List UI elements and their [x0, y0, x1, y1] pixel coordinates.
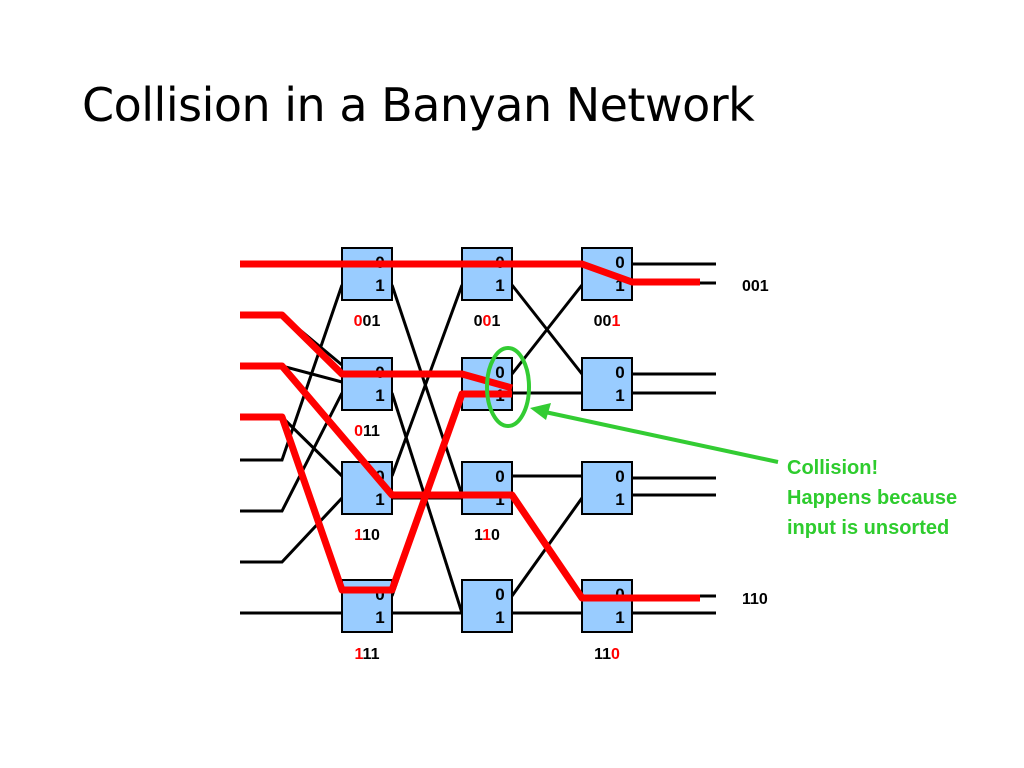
- address-bit-highlight: 0: [354, 313, 363, 330]
- switch-port-1-label: 1: [615, 490, 624, 509]
- address-bits: 0: [474, 313, 483, 330]
- route-1: [240, 260, 700, 286]
- address-bit-highlight: 0: [483, 313, 492, 330]
- address-bit-highlight: 1: [355, 646, 364, 663]
- address-bit-highlight: 1: [354, 527, 363, 544]
- collision-callout: [485, 346, 779, 464]
- callout-text-line-2: Happens because: [787, 487, 957, 509]
- address-bits: 10: [362, 527, 380, 544]
- address-bits: 11: [363, 646, 380, 663]
- address-bits: 01: [363, 313, 381, 330]
- address-bit-highlight: 0: [611, 646, 620, 663]
- output-label-top: 001: [742, 278, 769, 295]
- switch-port-1-label: 1: [495, 276, 504, 295]
- route-2: [240, 311, 513, 392]
- switch-port-1-label: 1: [495, 608, 504, 627]
- address-bits: 0: [491, 527, 500, 544]
- switch-port-1-label: 1: [615, 386, 624, 405]
- address-label-s3-top: 001: [594, 313, 621, 330]
- callout-text-line-3: input is unsorted: [787, 517, 949, 539]
- switch-port-0-label: 0: [615, 467, 624, 486]
- route-4: [240, 390, 512, 594]
- switch-port-1-label: 1: [495, 490, 504, 509]
- address-label-s2-top: 001: [474, 313, 501, 330]
- address-bit-highlight: 1: [482, 527, 491, 544]
- wire-6: [240, 392, 344, 513]
- switch-box-s1-r2: [341, 357, 393, 411]
- callout-arrow-head: [530, 403, 551, 420]
- switch-port-0-label: 0: [495, 363, 504, 382]
- switch-box-s2-r3: [461, 461, 513, 515]
- switch-port-1-label: 1: [375, 386, 384, 405]
- switch-port-1-label: 1: [375, 490, 384, 509]
- collision-ellipse: [485, 346, 531, 428]
- address-bit-highlight: 1: [611, 313, 620, 330]
- switch-port-1-label: 1: [615, 276, 624, 295]
- callout-text-line-1: Collision!: [787, 457, 878, 479]
- address-bit-highlight: 0: [354, 423, 363, 440]
- callout-arrow-line: [544, 410, 779, 464]
- wire-10: [390, 284, 464, 496]
- address-bits: 1: [491, 313, 500, 330]
- routes: [240, 260, 700, 602]
- switch-box-s1-r1: [341, 247, 393, 301]
- address-label-s1-lower: 110: [354, 527, 380, 544]
- address-bits: 1: [474, 527, 483, 544]
- address-bits: 00: [594, 313, 612, 330]
- switch-port-0-label: 0: [495, 467, 504, 486]
- switch-box-s2-r1: [461, 247, 513, 301]
- wire-13: [390, 284, 464, 477]
- switch-port-0-label: 0: [495, 585, 504, 604]
- slide-title: Collision in a Banyan Network: [82, 78, 755, 132]
- address-label-s1-top: 001: [354, 313, 381, 330]
- switch-box-s2-r4: [461, 579, 513, 633]
- address-label-s3-bottom: 110: [594, 646, 620, 663]
- wire-5: [240, 284, 344, 462]
- switch-box-s3-r3: [581, 461, 633, 515]
- route-3: [240, 362, 700, 602]
- address-label-s2-lower: 110: [474, 527, 500, 544]
- wire-12: [390, 392, 464, 614]
- output-label-bottom: 110: [742, 591, 768, 608]
- switch-port-1-label: 1: [375, 276, 384, 295]
- address-label-s1-upper: 011: [354, 423, 380, 440]
- wire-7: [240, 496, 344, 564]
- switch-box-s3-r4: [581, 579, 633, 633]
- switch-port-1-label: 1: [615, 608, 624, 627]
- switch-box-s3-r2: [581, 357, 633, 411]
- switch-port-0-label: 0: [615, 363, 624, 382]
- address-bits: 11: [363, 423, 380, 440]
- switch-port-0-label: 0: [375, 585, 384, 604]
- switch-port-0-label: 0: [615, 253, 624, 272]
- address-bits: 11: [594, 646, 611, 663]
- switch-port-1-label: 1: [375, 608, 384, 627]
- address-label-s1-bottom: 111: [355, 646, 380, 663]
